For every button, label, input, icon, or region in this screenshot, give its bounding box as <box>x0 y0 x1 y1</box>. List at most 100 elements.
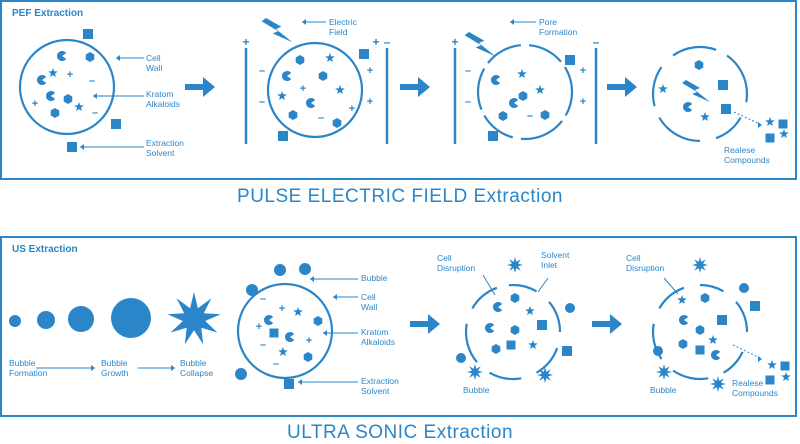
bubble-icon <box>299 263 311 275</box>
charge-sign: + <box>580 96 586 108</box>
pef-panel: PEF Extraction <box>0 0 797 180</box>
pointer-arrowhead-icon <box>93 93 97 99</box>
bubble-icon <box>274 264 286 276</box>
arrowhead-icon <box>758 122 762 128</box>
square-molecule <box>765 133 775 143</box>
us-panel-label: US Extraction <box>12 244 78 255</box>
star-molecule <box>779 129 789 138</box>
charge-sign: – <box>273 358 279 370</box>
arrowhead-icon <box>758 356 762 362</box>
hexagon-molecule <box>50 108 60 118</box>
us-cell-3-wall <box>651 323 663 360</box>
hexagon-molecule <box>700 293 710 303</box>
star-molecule <box>658 84 668 93</box>
pointer-arrowhead-icon <box>323 330 327 336</box>
us-cell-1-wall <box>236 282 334 380</box>
us-cell-2-wall <box>464 323 478 363</box>
star-molecule <box>277 91 287 100</box>
us-cell-2-wall <box>488 371 522 381</box>
charge-sign: + <box>367 65 373 77</box>
charge-sign: – <box>465 96 471 108</box>
cavitation-burst-icon <box>656 364 672 380</box>
square-molecule <box>111 119 121 129</box>
pacman-molecule <box>282 71 292 82</box>
solvent-inlet-pointer <box>537 277 549 293</box>
process-arrow-icon <box>400 77 430 97</box>
pacman-molecule <box>683 102 693 112</box>
star-molecule <box>74 102 84 111</box>
square-molecule <box>506 340 516 350</box>
bubble-medium <box>37 311 55 329</box>
us-cell-2-wall <box>535 347 559 374</box>
us-cell-3-wall <box>672 369 709 381</box>
pointer-arrowhead-icon <box>298 379 302 385</box>
pacman-molecule <box>493 302 503 312</box>
hexagon-molecule <box>518 91 528 101</box>
pef-cell-4-wall <box>672 45 717 57</box>
pointer-arrowhead-icon <box>310 276 314 282</box>
hexagon-molecule <box>318 71 328 81</box>
hexagon-molecule <box>678 339 688 349</box>
us-bubble-a-label: Bubble <box>463 385 490 395</box>
hexagon-molecule <box>313 316 323 326</box>
square-molecule <box>359 49 369 59</box>
pef-cell-3-wall <box>563 66 574 93</box>
hexagon-molecule <box>288 110 298 120</box>
square-molecule <box>488 131 498 141</box>
pef-cell-3-wall <box>487 44 522 64</box>
hexagon-molecule <box>510 293 520 303</box>
cavitation-burst-icon <box>692 257 708 273</box>
pef-cell-4-wall <box>715 116 742 140</box>
bubble-collapse-burst <box>167 292 221 345</box>
us-cell-3-wall <box>722 351 744 374</box>
us-caption: ULTRA SONIC Extraction <box>286 422 514 443</box>
square-molecule <box>718 80 728 90</box>
bubble-icon <box>456 353 466 363</box>
cavitation-burst-icon <box>537 367 553 383</box>
square-molecule <box>269 328 279 338</box>
cell-disruption-pointer <box>663 277 679 295</box>
pacman-molecule <box>679 315 689 325</box>
star-molecule <box>517 69 527 78</box>
charge-sign: + <box>372 35 379 49</box>
cavitation-burst-icon <box>507 257 523 273</box>
process-arrow-icon <box>592 314 622 334</box>
bubble-icon <box>565 303 575 313</box>
star-molecule <box>765 117 775 126</box>
bubble-icon <box>246 284 258 296</box>
star-molecule <box>48 68 58 77</box>
square-molecule <box>537 320 547 330</box>
process-arrow-icon <box>607 77 637 97</box>
lightning-bolt-icon <box>464 32 496 57</box>
square-molecule <box>284 379 294 389</box>
pointer-arrowhead-icon <box>91 365 95 371</box>
process-arrow-icon <box>410 314 440 334</box>
pacman-molecule <box>508 98 519 109</box>
pacman-molecule <box>284 332 295 342</box>
charge-sign: + <box>67 69 73 81</box>
us-cell-2-wall <box>508 283 538 293</box>
bubble-small <box>9 315 21 327</box>
star-molecule <box>528 340 538 349</box>
charge-sign: + <box>242 35 249 49</box>
cavitation-burst-icon <box>467 364 483 380</box>
square-molecule <box>83 29 93 39</box>
pacman-molecule <box>264 315 274 325</box>
lightning-bolt-icon <box>682 80 710 102</box>
square-molecule <box>778 119 788 129</box>
charge-sign: + <box>306 335 312 347</box>
charge-sign: – <box>259 65 265 77</box>
star-molecule <box>708 335 718 344</box>
cavitation-burst-icon <box>710 376 726 392</box>
process-arrow-icon <box>185 77 215 97</box>
hexagon-molecule <box>695 325 705 335</box>
star-molecule <box>767 360 777 369</box>
charge-sign: – <box>465 65 471 77</box>
hexagon-molecule <box>540 110 550 120</box>
us-bubble-label: Bubble <box>361 273 388 283</box>
square-molecule <box>278 131 288 141</box>
bubble-icon <box>739 283 749 293</box>
charge-sign: – <box>593 35 600 49</box>
pacman-molecule <box>710 350 721 360</box>
